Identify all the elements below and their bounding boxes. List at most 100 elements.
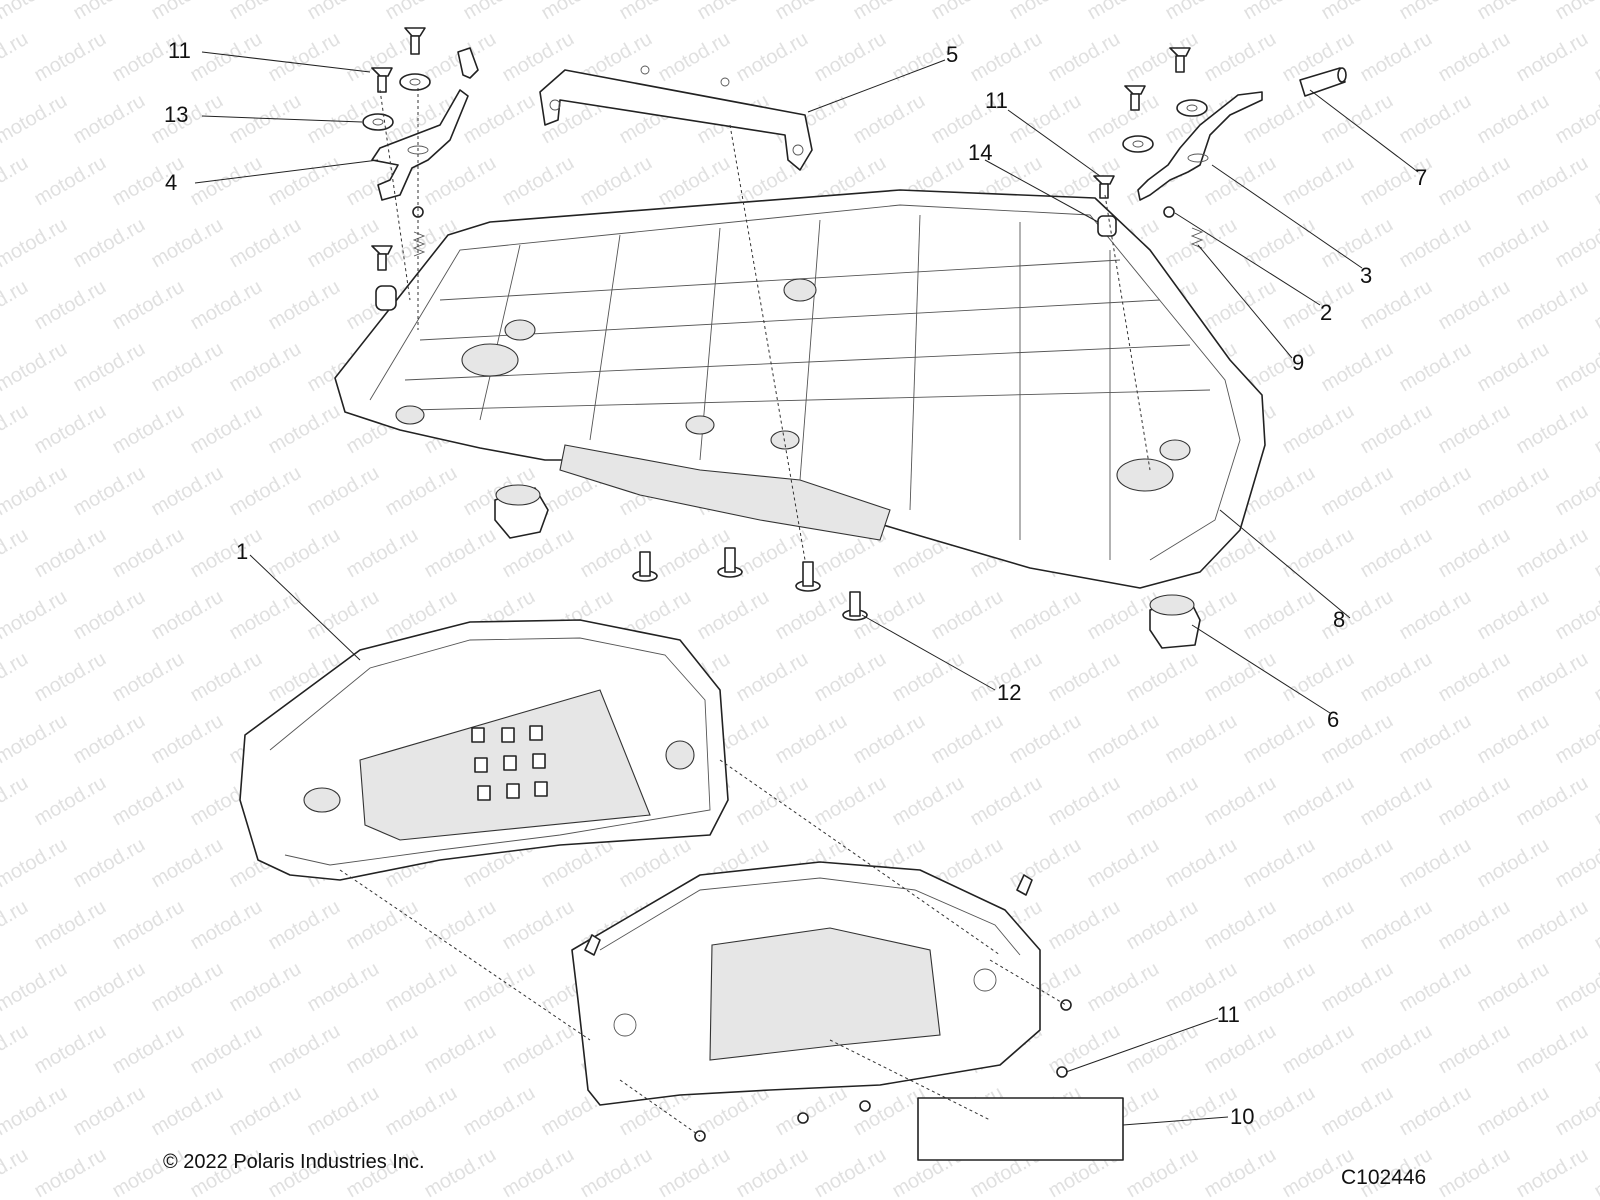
watermark-text: motod.ru — [733, 772, 812, 831]
watermark-text: motod.ru — [1513, 524, 1592, 583]
watermark-text: motod.ru — [967, 772, 1046, 831]
watermark-text: motod.ru — [148, 958, 227, 1017]
callout-1: 1 — [236, 539, 248, 564]
watermark-text: motod.ru — [733, 28, 812, 87]
watermark-text: motod.ru — [655, 28, 734, 87]
watermark-text: motod.ru — [1084, 0, 1163, 24]
watermark-text: motod.ru — [1591, 400, 1600, 459]
watermark-text: motod.ru — [187, 276, 266, 335]
watermark-text: motod.ru — [1201, 152, 1280, 211]
callout-6: 6 — [1327, 707, 1339, 732]
watermark-text: motod.ru — [0, 1144, 32, 1200]
watermark-text: motod.ru — [187, 152, 266, 211]
watermark-text: motod.ru — [1006, 834, 1085, 893]
watermark-text: motod.ru — [1123, 28, 1202, 87]
watermark-text: motod.ru — [70, 958, 149, 1017]
watermark-text: motod.ru — [1396, 0, 1475, 24]
watermark-text: motod.ru — [850, 90, 929, 149]
watermark-text: motod.ru — [1396, 462, 1475, 521]
watermark-text: motod.ru — [1396, 1082, 1475, 1141]
watermark-text: motod.ru — [1513, 1020, 1592, 1079]
watermark-text: motod.ru — [1006, 586, 1085, 645]
watermark-text: motod.ru — [1552, 338, 1600, 397]
watermark-text: motod.ru — [31, 772, 110, 831]
watermark-text: motod.ru — [1162, 710, 1241, 769]
watermark-text: motod.ru — [109, 648, 188, 707]
watermark-text: motod.ru — [109, 400, 188, 459]
watermark-text: motod.ru — [1552, 958, 1600, 1017]
watermark-text: motod.ru — [421, 152, 500, 211]
watermark-text: motod.ru — [0, 276, 32, 335]
watermark-text: motod.ru — [1591, 1020, 1600, 1079]
watermark-text: motod.ru — [733, 648, 812, 707]
watermark-text: motod.ru — [0, 338, 71, 397]
watermark-text: motod.ru — [382, 958, 461, 1017]
watermark-text: motod.ru — [1045, 28, 1124, 87]
watermark-text: motod.ru — [1396, 710, 1475, 769]
watermark-text: motod.ru — [1513, 1144, 1592, 1200]
watermark-text: motod.ru — [538, 0, 617, 24]
watermark-text: motod.ru — [1513, 400, 1592, 459]
watermark-text: motod.ru — [1513, 152, 1592, 211]
watermark-text: motod.ru — [1318, 214, 1397, 273]
watermark-text: motod.ru — [1513, 772, 1592, 831]
upper-bracket — [539, 65, 813, 171]
callout-14: 14 — [968, 140, 992, 165]
watermark-text: motod.ru — [1162, 214, 1241, 273]
instrument-cluster — [239, 619, 729, 881]
watermark-text: motod.ru — [460, 0, 539, 24]
watermark-text: motod.ru — [109, 896, 188, 955]
callout-5: 5 — [946, 42, 958, 67]
watermark-text: motod.ru — [0, 462, 71, 521]
watermark-text: motod.ru — [0, 772, 32, 831]
watermark-text: motod.ru — [1123, 1020, 1202, 1079]
watermark-text: motod.ru — [1435, 1020, 1514, 1079]
watermark-text: motod.ru — [109, 276, 188, 335]
watermark-text: motod.ru — [1045, 648, 1124, 707]
watermark-text: motod.ru — [1279, 400, 1358, 459]
watermark-text: motod.ru — [1513, 896, 1592, 955]
watermark-text: motod.ru — [304, 462, 383, 521]
watermark-text: motod.ru — [499, 1144, 578, 1200]
watermark-text: motod.ru — [772, 586, 851, 645]
watermark-text: motod.ru — [187, 896, 266, 955]
watermark-text: motod.ru — [265, 1020, 344, 1079]
watermark-text: motod.ru — [1591, 648, 1600, 707]
watermark-text: motod.ru — [1006, 90, 1085, 149]
copyright-notice: © 2022 Polaris Industries Inc. — [163, 1151, 425, 1173]
watermark-text: motod.ru — [265, 276, 344, 335]
watermark-text: motod.ru — [187, 1020, 266, 1079]
watermark-text: motod.ru — [1006, 0, 1085, 24]
watermark-text: motod.ru — [1279, 524, 1358, 583]
watermark-text: motod.ru — [382, 462, 461, 521]
watermark-text: motod.ru — [1123, 896, 1202, 955]
watermark-text: motod.ru — [265, 400, 344, 459]
watermark-text: motod.ru — [1279, 276, 1358, 335]
watermark-text: motod.ru — [616, 834, 695, 893]
watermark-text: motod.ru — [1279, 896, 1358, 955]
callout-9: 9 — [1292, 350, 1304, 375]
watermark-text: motod.ru — [1552, 462, 1600, 521]
callout-2: 2 — [1320, 300, 1332, 325]
watermark-text: motod.ru — [1435, 896, 1514, 955]
watermark-text: motod.ru — [265, 896, 344, 955]
watermark-text: motod.ru — [343, 896, 422, 955]
watermark-text: motod.ru — [1240, 586, 1319, 645]
callout-12: 12 — [997, 680, 1021, 705]
watermark-text: motod.ru — [1396, 338, 1475, 397]
watermark-text: motod.ru — [1240, 834, 1319, 893]
watermark-text: motod.ru — [109, 772, 188, 831]
watermark-text: motod.ru — [1318, 0, 1397, 24]
watermark-text: motod.ru — [421, 1144, 500, 1200]
callout-8: 8 — [1333, 607, 1345, 632]
rubber-sleeve — [1299, 67, 1347, 97]
watermark-text: motod.ru — [265, 152, 344, 211]
watermark-text: motod.ru — [1240, 958, 1319, 1017]
watermark-text: motod.ru — [1474, 1082, 1553, 1141]
watermark-text: motod.ru — [70, 214, 149, 273]
watermark-text: motod.ru — [1435, 524, 1514, 583]
watermark-text: motod.ru — [70, 586, 149, 645]
watermark-text: motod.ru — [187, 400, 266, 459]
watermark-text: motod.ru — [148, 586, 227, 645]
callout-11-top-right: 11 — [985, 88, 1008, 113]
